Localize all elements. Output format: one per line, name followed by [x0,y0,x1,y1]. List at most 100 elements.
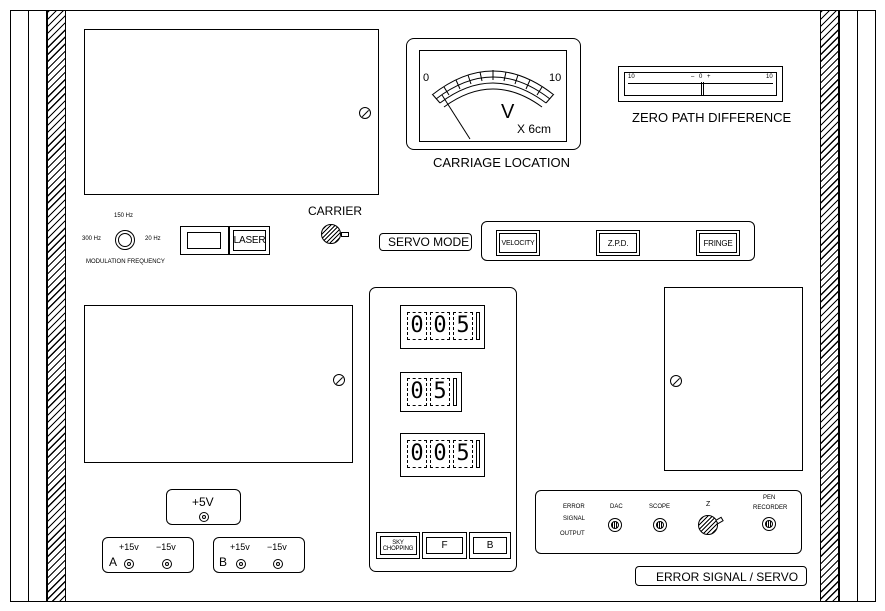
fringe-button-label: FRINGE [699,233,737,253]
display-bottom-digit-3: 5 [453,440,473,468]
velocity-button-label: VELOCITY [499,233,537,253]
error-label-line2: SIGNAL [563,516,586,522]
power-group-b: +15v −15v B [213,537,305,573]
z-knob-pointer-icon [715,516,724,525]
group-a-plus-label: +15v [119,542,139,552]
meter-min-label: 0 [423,72,430,84]
zpd-needle [701,82,704,95]
modulation-frequency-knob[interactable] [115,230,135,250]
carriage-location-title: CARRIAGE LOCATION [433,155,571,170]
display-top-digit-3: 5 [453,312,473,340]
display-bottom-end-cell [476,440,480,468]
digital-display-bottom: 0 0 5 [400,433,485,477]
zpd-plus-label: + [707,74,711,80]
zpd-scale-line [628,83,773,84]
group-b-plus-label: +15v [230,542,250,552]
display-middle-digit-2: 5 [430,378,450,406]
screw-icon[interactable] [359,107,371,119]
zpd-center-label: 0 [699,74,703,80]
group-b-name: B [219,555,228,569]
right-rail-hatch [820,10,839,602]
access-panel-top-left[interactable] [84,29,379,195]
f-button-label: F [426,537,463,554]
zpd-minus-label: – [691,74,695,80]
servo-mode-label-box: SERVO MODE [379,233,472,251]
pen-recorder-label-line1: PEN [763,495,776,501]
z-label: Z [706,501,711,508]
zpd-button[interactable]: Z.P.D. [596,230,640,256]
b-button[interactable]: B [469,532,511,559]
carrier-knob-pointer-icon [341,232,349,237]
plus5v-panel: +5V [166,489,241,525]
laser-button[interactable]: LASER [229,226,270,255]
sky-chopping-label: SKY CHOPPING [379,536,417,555]
zpd-right-label: 10 [766,74,773,80]
b-button-label: B [473,537,507,554]
laser-indicator-lamp [187,232,221,249]
left-rail-hatch [47,10,66,602]
display-top-end-cell [476,312,480,340]
dac-connector-icon[interactable] [608,518,622,532]
laser-indicator-frame [180,226,229,255]
error-label-line3: OUTPUT [560,531,585,537]
access-panel-right[interactable] [664,287,803,471]
modulation-right-label: 20 Hz [145,236,161,242]
sky-chopping-button[interactable]: SKY CHOPPING [376,532,420,559]
digital-display-middle: 0 5 [400,372,462,412]
carriage-location-meter: 0 10 V X 6cm [406,38,581,150]
group-b-plus-jack-icon[interactable] [236,559,246,569]
display-top-digit-1: 0 [407,312,427,340]
group-b-minus-jack-icon[interactable] [273,559,283,569]
zpd-scale: 10 – 0 + 10 [624,72,777,96]
group-b-minus-label: −15v [267,542,287,552]
zpd-button-label: Z.P.D. [599,233,637,253]
pen-recorder-connector-icon[interactable] [762,517,776,531]
scope-connector-icon[interactable] [653,518,667,532]
carrier-label: CARRIER [308,204,363,218]
meter-max-label: 10 [549,72,562,84]
modulation-title: MODULATION FREQUENCY [86,259,165,265]
meter-scale-label: X 6cm [517,122,552,136]
meter-face: 0 10 V X 6cm [419,50,567,142]
f-button[interactable]: F [422,532,467,559]
display-middle-digit-1: 0 [407,378,427,406]
plus5v-jack-icon[interactable] [199,512,209,522]
error-signal-title-box: ERROR SIGNAL / SERVO [635,566,807,586]
pen-recorder-label-line2: RECORDER [753,505,788,511]
group-a-minus-label: −15v [156,542,176,552]
zpd-meter: 10 – 0 + 10 [618,66,783,102]
group-a-name: A [109,555,118,569]
scope-label: SCOPE [649,504,671,510]
error-signal-panel: ERROR SIGNAL OUTPUT DAC SCOPE Z PEN RECO… [535,490,802,554]
left-rail-outer [28,10,47,602]
screw-icon[interactable] [670,375,682,387]
modulation-top-label: 150 Hz [114,213,134,219]
power-group-a: +15v −15v A [102,537,194,573]
fringe-button[interactable]: FRINGE [696,230,740,256]
meter-scale-icon [431,70,555,140]
screw-icon[interactable] [333,374,345,386]
carrier-knob[interactable] [321,224,341,244]
access-panel-middle-left[interactable] [84,305,353,463]
meter-unit-symbol: V [501,101,515,123]
plus5v-label: +5V [192,495,214,509]
display-bottom-digit-2: 0 [430,440,450,468]
zpd-left-label: 10 [628,74,635,80]
group-a-plus-jack-icon[interactable] [124,559,134,569]
velocity-button[interactable]: VELOCITY [496,230,540,256]
error-label-line1: ERROR [563,504,585,510]
modulation-knob-inner-icon [118,233,132,247]
display-module: 0 0 5 0 5 0 0 5 SKY CHOPPING F B [369,287,517,572]
zpd-title: ZERO PATH DIFFERENCE [632,110,792,125]
z-knob[interactable] [698,515,718,535]
digital-display-top: 0 0 5 [400,305,485,349]
display-top-digit-2: 0 [430,312,450,340]
right-rail-outer [839,10,858,602]
display-bottom-digit-1: 0 [407,440,427,468]
group-a-minus-jack-icon[interactable] [162,559,172,569]
modulation-left-label: 300 Hz [82,236,102,242]
meter-needle [441,94,471,140]
dac-label: DAC [610,504,623,510]
display-middle-end-cell [453,378,457,406]
laser-button-label: LASER [233,230,266,251]
